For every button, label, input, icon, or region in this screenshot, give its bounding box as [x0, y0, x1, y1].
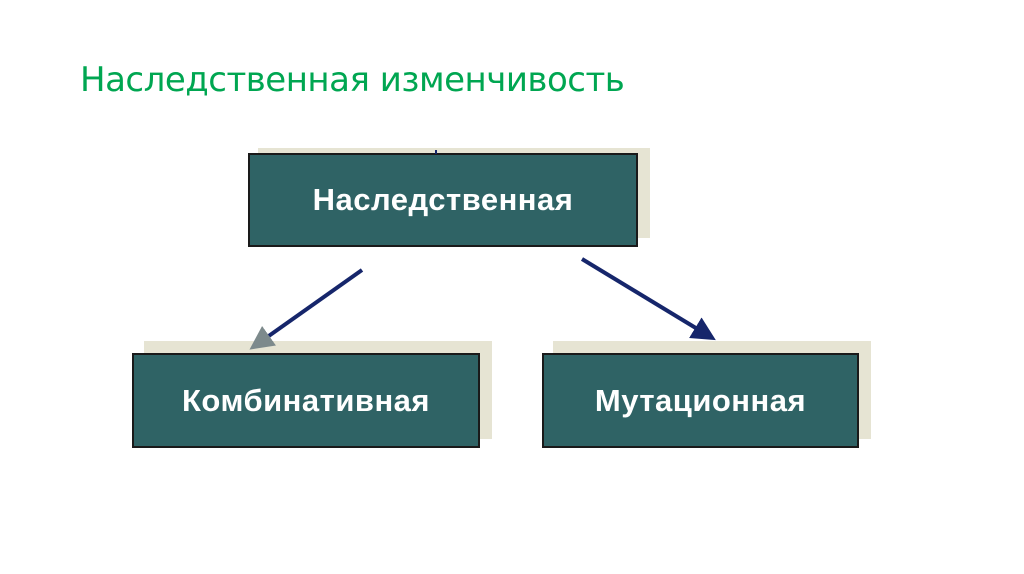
slide-title: Наследственная изменчивость	[80, 60, 625, 100]
child-node-mutatsionnaya: Мутационная	[542, 353, 859, 448]
child-node-kombinativnaya: Комбинативная	[132, 353, 480, 448]
arrow-to-kombinativnaya	[249, 268, 364, 350]
child-node-label-2: Мутационная	[594, 382, 807, 418]
arrow-to-mutatsionnaya	[580, 257, 716, 341]
child-node-label-1: Комбинативная	[182, 382, 430, 418]
root-node-nasledstvennaya: Наследственная	[248, 153, 638, 247]
root-node-label: Наследственная	[312, 182, 574, 217]
